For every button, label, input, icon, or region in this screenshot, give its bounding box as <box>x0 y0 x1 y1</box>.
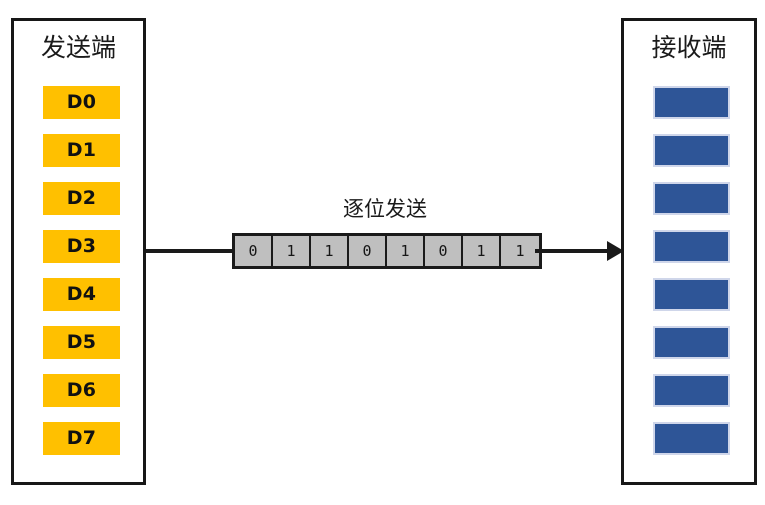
receiver-title: 接收端 <box>651 33 727 62</box>
sender-block-d4: D4 <box>43 278 120 311</box>
bit-cell-5: 0 <box>425 236 463 266</box>
bit-cell-7: 1 <box>501 236 539 266</box>
receiver-block-4 <box>653 278 730 311</box>
sender-title: 发送端 <box>40 33 116 62</box>
bit-cell-1: 1 <box>273 236 311 266</box>
receiver-block-5 <box>653 326 730 359</box>
wire-sender-to-strip <box>146 249 235 253</box>
sender-block-d2: D2 <box>43 182 120 215</box>
sender-block-d5: D5 <box>43 326 120 359</box>
bit-cell-3: 0 <box>349 236 387 266</box>
sender-block-d0: D0 <box>43 86 120 119</box>
serial-transmission-caption: 逐位发送 <box>343 197 427 221</box>
receiver-block-2 <box>653 182 730 215</box>
bit-cell-0: 0 <box>235 236 273 266</box>
receiver-block-6 <box>653 374 730 407</box>
sender-block-d3: D3 <box>43 230 120 263</box>
receiver-block-0 <box>653 86 730 119</box>
bit-cell-2: 1 <box>311 236 349 266</box>
serial-bit-strip: 0 1 1 0 1 0 1 1 <box>232 233 542 269</box>
sender-panel: 发送端 D0 D1 D2 D3 D4 D5 D6 D7 <box>11 18 146 485</box>
receiver-panel: 接收端 <box>621 18 757 485</box>
bit-cell-6: 1 <box>463 236 501 266</box>
sender-block-d7: D7 <box>43 422 120 455</box>
sender-block-d6: D6 <box>43 374 120 407</box>
arrow-right-icon <box>607 241 624 261</box>
bit-cell-4: 1 <box>387 236 425 266</box>
receiver-block-3 <box>653 230 730 263</box>
wire-strip-to-receiver <box>535 249 613 253</box>
sender-block-d1: D1 <box>43 134 120 167</box>
receiver-block-7 <box>653 422 730 455</box>
receiver-block-1 <box>653 134 730 167</box>
